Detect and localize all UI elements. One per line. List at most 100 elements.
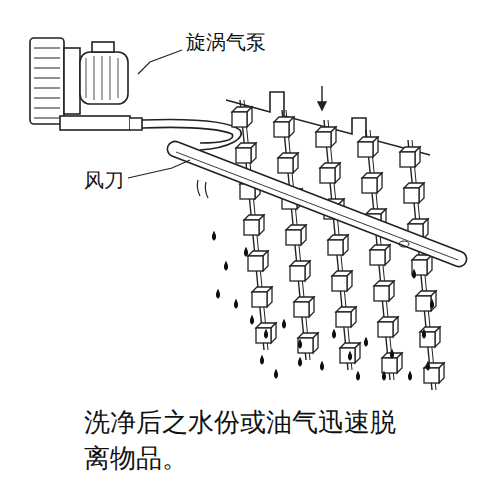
workpiece-side bbox=[247, 107, 252, 127]
workpiece bbox=[252, 287, 272, 307]
workpiece-side bbox=[309, 297, 314, 317]
water-drop bbox=[283, 320, 286, 328]
workpiece bbox=[274, 117, 294, 137]
workpiece bbox=[256, 323, 276, 343]
hose-outer bbox=[142, 119, 241, 150]
workpiece-side bbox=[301, 225, 306, 245]
part-label: 旋涡气泵 bbox=[186, 30, 266, 55]
workpiece-front bbox=[316, 132, 331, 147]
workpiece-front bbox=[236, 148, 251, 163]
workpiece-side bbox=[427, 255, 432, 275]
workpiece bbox=[424, 363, 444, 383]
leader-line bbox=[138, 50, 182, 74]
workpiece-front bbox=[378, 322, 393, 337]
terminal-box bbox=[92, 42, 114, 52]
workpiece-front bbox=[294, 302, 309, 317]
workpiece-side bbox=[293, 153, 298, 173]
workpiece bbox=[420, 327, 440, 347]
workpiece-side bbox=[397, 353, 402, 373]
rack-bar bbox=[244, 100, 268, 350]
pump-outlet bbox=[130, 118, 142, 130]
hose bbox=[142, 119, 241, 150]
workpiece-side bbox=[263, 251, 268, 271]
workpiece-side bbox=[289, 117, 294, 137]
workpiece bbox=[378, 317, 398, 337]
pump-casing bbox=[30, 38, 64, 124]
workpiece-front bbox=[416, 296, 431, 311]
water-drop bbox=[275, 370, 278, 378]
water-drop bbox=[213, 232, 216, 240]
workpiece bbox=[370, 245, 390, 265]
workpiece-front bbox=[256, 328, 271, 343]
workpiece-side bbox=[335, 163, 340, 183]
workpiece-side bbox=[385, 245, 390, 265]
workpiece-front bbox=[374, 286, 389, 301]
workpiece-front bbox=[320, 168, 335, 183]
workpiece-side bbox=[305, 261, 310, 281]
workpiece-front bbox=[244, 220, 259, 235]
workpiece-front bbox=[424, 368, 439, 383]
workpiece-side bbox=[389, 281, 394, 301]
rack-bar bbox=[408, 140, 432, 390]
water-drop bbox=[413, 270, 416, 278]
workpiece-front bbox=[252, 292, 267, 307]
workpiece bbox=[400, 147, 420, 167]
workpiece-side bbox=[373, 137, 378, 157]
workpiece-side bbox=[251, 143, 256, 163]
pump-base bbox=[60, 116, 130, 130]
workpiece-front bbox=[248, 256, 263, 271]
workpiece-front bbox=[336, 312, 351, 327]
workpiece-side bbox=[351, 307, 356, 327]
rack-bar bbox=[328, 120, 352, 370]
air-jet bbox=[197, 180, 208, 198]
workpiece bbox=[278, 153, 298, 173]
air-jet-marks bbox=[197, 180, 208, 198]
water-drop bbox=[261, 356, 264, 364]
water-drop bbox=[217, 290, 220, 298]
pump-flange bbox=[64, 48, 80, 114]
workpiece bbox=[320, 163, 340, 183]
rack-bar bbox=[412, 140, 436, 390]
workpiece bbox=[328, 235, 348, 255]
workpiece-front bbox=[358, 142, 373, 157]
water-drop bbox=[391, 350, 394, 358]
workpiece bbox=[358, 137, 378, 157]
water-drop bbox=[365, 338, 368, 346]
rack-bar bbox=[366, 130, 390, 380]
workpiece-side bbox=[355, 343, 360, 363]
workpiece-side bbox=[271, 323, 276, 343]
workpiece bbox=[416, 291, 436, 311]
workpiece bbox=[340, 343, 360, 363]
workpiece-front bbox=[232, 112, 247, 127]
workpiece bbox=[336, 307, 356, 327]
workpiece-side bbox=[267, 287, 272, 307]
workpiece-front bbox=[400, 152, 415, 167]
water-drop bbox=[321, 362, 324, 370]
part-label: 风刀 bbox=[84, 168, 124, 193]
workpiece bbox=[290, 261, 310, 281]
workpiece bbox=[332, 271, 352, 291]
workpiece-side bbox=[423, 219, 428, 239]
rack-bar bbox=[282, 110, 306, 360]
leader-lines bbox=[128, 50, 190, 178]
workpiece-side bbox=[435, 327, 440, 347]
workpiece bbox=[294, 297, 314, 317]
workpiece-front bbox=[290, 266, 305, 281]
water-drop bbox=[383, 372, 386, 380]
workpiece bbox=[362, 173, 382, 193]
workpiece-side bbox=[343, 235, 348, 255]
workpiece bbox=[298, 333, 318, 353]
workpiece-front bbox=[286, 230, 301, 245]
workpiece-front bbox=[332, 276, 347, 291]
air-knife-tube bbox=[167, 141, 466, 266]
workpiece-side bbox=[419, 183, 424, 203]
motor-ribs bbox=[86, 56, 118, 100]
rack-bar bbox=[240, 100, 264, 350]
water-drop bbox=[423, 330, 426, 338]
workpiece-side bbox=[259, 215, 264, 235]
water-drop bbox=[427, 362, 430, 370]
workpiece-side bbox=[347, 271, 352, 291]
rack-bar bbox=[370, 130, 394, 380]
workpiece-front bbox=[328, 240, 343, 255]
